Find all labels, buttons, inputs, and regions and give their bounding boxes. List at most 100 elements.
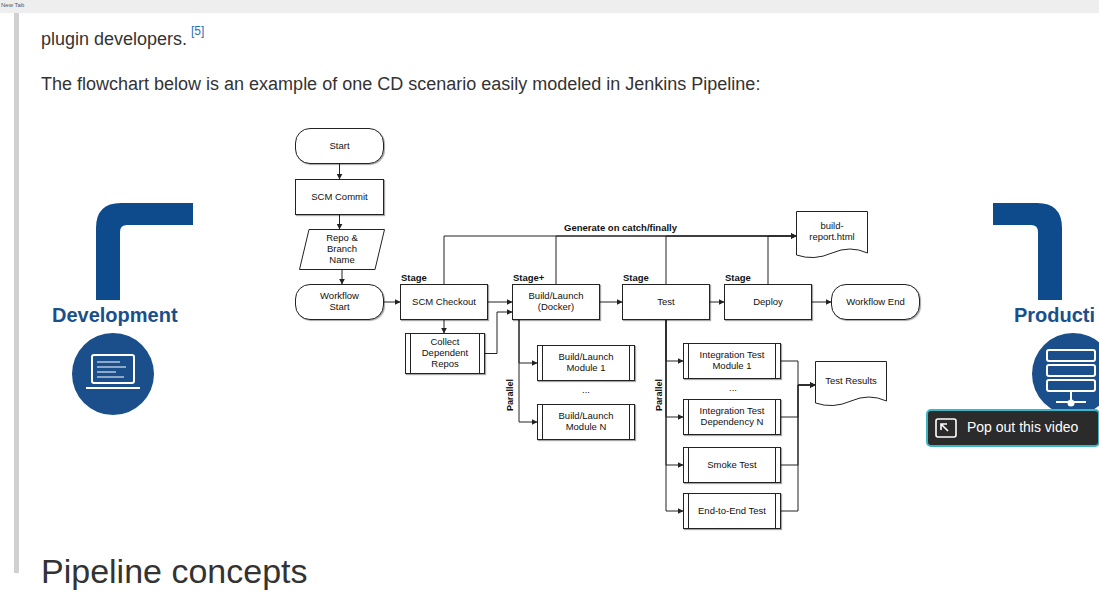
laptop-icon xyxy=(86,355,140,388)
node-text: Test xyxy=(657,297,674,308)
node-text: Integration Test Dependency N xyxy=(692,406,772,428)
node-text: Integration Test Module 1 xyxy=(692,350,772,372)
ellipsis-mark: ... xyxy=(729,383,737,394)
stage-box: StageDeploy xyxy=(724,284,812,320)
shape-outline xyxy=(797,212,868,258)
workflow-terminal: Workflow Start xyxy=(295,284,384,320)
process-side-line xyxy=(629,405,630,439)
flow-connector xyxy=(485,312,512,354)
process-side-line xyxy=(629,346,630,380)
flow-connector xyxy=(768,236,796,284)
flow-connector xyxy=(342,270,343,284)
process-side-line xyxy=(775,400,776,434)
subprocess-box: Integration Test Module 1 xyxy=(683,343,781,379)
document-shape: build-report.html xyxy=(796,211,868,261)
flow-connector xyxy=(600,302,622,303)
process-side-line xyxy=(775,494,776,528)
process-side-line xyxy=(775,344,776,378)
stage-box: StageTest xyxy=(622,284,710,320)
process-box: SCM Commit xyxy=(295,179,384,215)
node-text: SCM Checkout xyxy=(412,297,476,308)
node-text: SCM Commit xyxy=(311,192,367,203)
node-text: Build/Launch Module N xyxy=(546,411,626,433)
section-caption: Producti xyxy=(1014,304,1095,327)
process-side-line xyxy=(688,448,689,482)
browser-tab-strip xyxy=(0,0,1099,13)
flow-connector xyxy=(519,320,537,363)
stage-box: StageSCM Checkout xyxy=(400,284,488,320)
node-text: Collect Dependent Repos xyxy=(415,337,475,370)
document-shape: Test Results xyxy=(815,361,887,409)
node-text: build-report.html xyxy=(802,221,862,243)
flow-connector xyxy=(339,164,340,179)
flow-connector xyxy=(710,302,724,303)
flow-connector xyxy=(781,361,815,385)
flow-connector xyxy=(666,320,683,465)
flow-connector xyxy=(666,320,683,511)
parallel-tag: Parallel xyxy=(654,379,664,411)
body-text: The flowchart below is an example of one… xyxy=(41,74,760,95)
flow-connector xyxy=(812,302,831,303)
subprocess-box: End-to-End Test xyxy=(683,493,781,529)
flow-connector xyxy=(444,320,445,333)
workflow-terminal: Workflow End xyxy=(831,284,920,320)
pipe-left xyxy=(96,203,193,300)
node-text: Workflow Start xyxy=(314,291,365,313)
process-side-line xyxy=(479,334,480,373)
scroll-rail xyxy=(14,13,19,573)
node-text: Start xyxy=(329,141,349,152)
node-text: Workflow End xyxy=(846,297,904,308)
subprocess-box: Integration Test Dependency N xyxy=(683,399,781,435)
flow-connector xyxy=(781,385,815,511)
process-side-line xyxy=(775,448,776,482)
flow-connector xyxy=(384,302,400,303)
popout-icon xyxy=(936,419,956,437)
process-side-line xyxy=(688,344,689,378)
laptop-badge xyxy=(72,333,154,415)
stage-heading: Stage+ xyxy=(513,272,544,283)
section-caption: Development xyxy=(52,304,178,327)
node-text: Smoke Test xyxy=(707,460,756,471)
popout-tooltip xyxy=(927,410,1099,446)
shape-outline xyxy=(816,362,887,406)
process-side-line xyxy=(688,494,689,528)
flow-connector xyxy=(444,236,796,284)
shape-outline xyxy=(300,230,385,270)
subprocess-box: Build/Launch Module 1 xyxy=(537,345,635,381)
ellipsis-mark: ... xyxy=(582,385,590,396)
node-text: Test Results xyxy=(825,376,877,387)
input-parallelogram: Repo & Branch Name xyxy=(299,229,385,270)
tooltip-text: Pop out this video xyxy=(967,419,1078,435)
flow-connector xyxy=(556,236,796,284)
stage-heading: Stage xyxy=(623,272,649,283)
subprocess-box: Smoke Test xyxy=(683,447,781,483)
node-text: End-to-End Test xyxy=(698,506,766,517)
server-badge xyxy=(1032,333,1099,415)
stage-box: Stage+Build/Launch (Docker) xyxy=(512,284,600,320)
edge-label: Generate on catch/finally xyxy=(562,222,679,233)
process-side-line xyxy=(688,400,689,434)
node-text: Repo & Branch Name xyxy=(315,233,369,266)
node-text: Deploy xyxy=(753,297,783,308)
node-text: Build/Launch Module 1 xyxy=(546,352,626,374)
pipe-right xyxy=(993,203,1062,300)
stage-heading: Stage xyxy=(725,272,751,283)
flow-connector xyxy=(488,302,512,303)
subprocess-box: Build/Launch Module N xyxy=(537,404,635,440)
flow-connector xyxy=(519,320,537,422)
process-side-line xyxy=(542,346,543,380)
subprocess-box: Collect Dependent Repos xyxy=(405,333,485,374)
section-heading: Pipeline concepts xyxy=(41,552,308,591)
start-terminal: Start xyxy=(295,128,384,164)
node-text: Build/Launch (Docker) xyxy=(519,291,593,313)
parallel-tag: Parallel xyxy=(505,379,515,411)
flow-connector xyxy=(666,320,683,361)
flow-connector xyxy=(666,320,683,417)
process-side-line xyxy=(542,405,543,439)
process-side-line xyxy=(410,334,411,373)
tab-title: New Tab xyxy=(1,2,24,9)
stage-heading: Stage xyxy=(401,272,427,283)
body-text: plugin developers. xyxy=(41,29,187,50)
footnote-ref: [5] xyxy=(191,25,204,39)
